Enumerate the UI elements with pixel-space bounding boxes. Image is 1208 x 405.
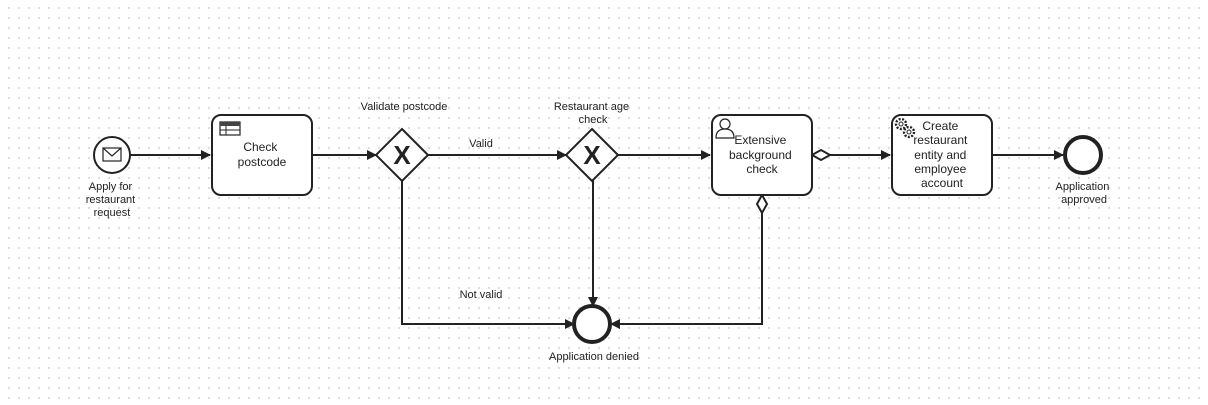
start-label-line: Apply for	[89, 181, 133, 193]
end-event-denied[interactable]	[572, 304, 612, 344]
end-event-denied-label: Application denied	[549, 351, 639, 363]
gateway-validate-postcode[interactable]: X	[374, 127, 430, 183]
task-check-postcode[interactable]	[211, 114, 313, 196]
gateway-x-icon: X	[393, 140, 411, 170]
flow-not-valid[interactable]	[401, 180, 575, 329]
task-create-entity-label: Create restaurant entity and employee ac…	[913, 119, 970, 190]
flow-background-to-denied[interactable]	[610, 195, 763, 329]
flow-valid-label: Valid	[469, 138, 493, 150]
flow-background-diamond-marker	[809, 148, 833, 162]
user-icon	[715, 118, 735, 139]
flow-not-valid-label: Not valid	[460, 289, 503, 301]
gateway-restaurant-age[interactable]: X	[564, 127, 620, 183]
start-event-label: Apply for restaurant request	[86, 181, 139, 219]
task-create-entity[interactable]	[891, 114, 993, 196]
start-label-line: restaurant	[86, 194, 136, 206]
task-background-check[interactable]	[711, 114, 813, 196]
gateway-validate-postcode-label: Validate postcode	[361, 101, 448, 113]
start-label-line: request	[94, 207, 131, 219]
task-background-check-label: Extensive background check	[729, 133, 795, 176]
task-check-postcode-label: Check postcode	[238, 140, 287, 169]
start-event[interactable]	[93, 136, 131, 174]
gateway-restaurant-age-label: Restaurant age check	[554, 101, 632, 126]
gear-icon	[894, 117, 916, 139]
end-event-approved[interactable]	[1063, 135, 1103, 175]
envelope-icon	[102, 147, 122, 162]
end-event-approved-label: Application approved	[1056, 181, 1113, 206]
flow-background-down-diamond-marker	[755, 192, 769, 216]
table-icon	[219, 121, 241, 136]
gateway-x-icon: X	[583, 140, 601, 170]
